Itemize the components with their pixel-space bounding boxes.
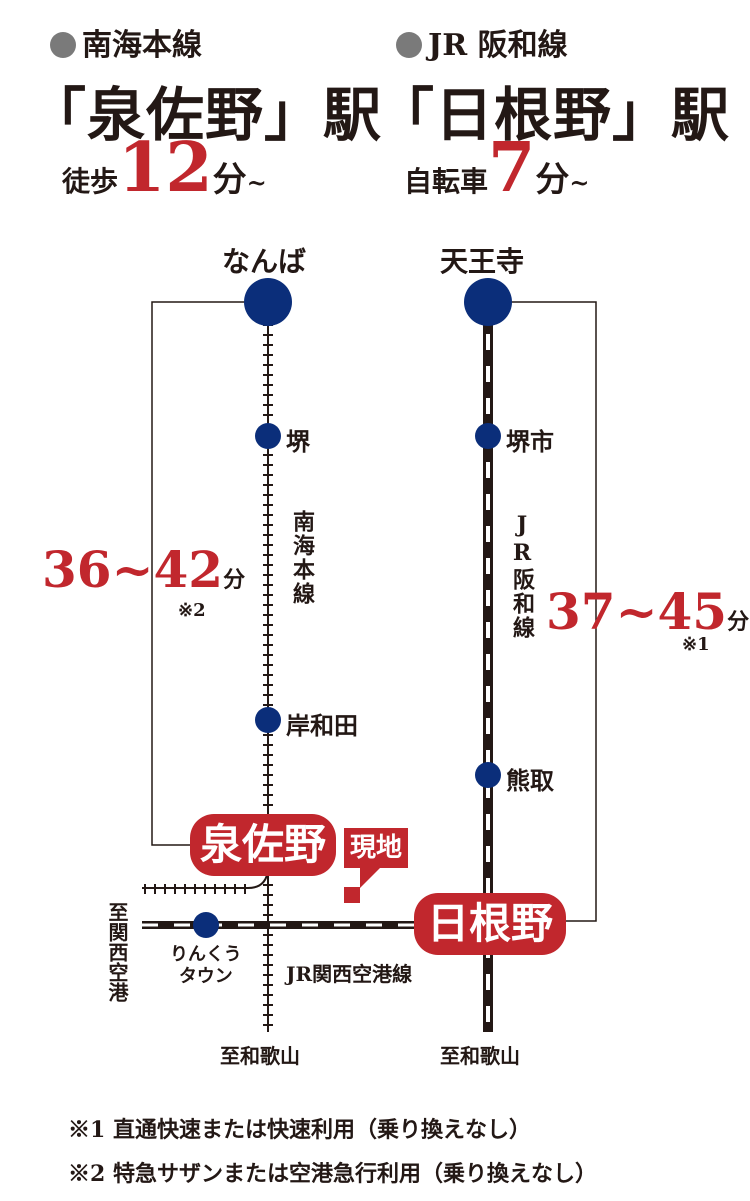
jr-to-wakayama-label: 至和歌山 (440, 1044, 520, 1068)
izumisano-station-badge: 泉佐野 (190, 814, 336, 876)
sakai-station-marker (255, 423, 281, 449)
tennoji-station-marker (464, 278, 512, 326)
bike-suffix: ~ (569, 168, 590, 197)
hineno-access: 自転車7分~ (404, 128, 589, 208)
nankai-time-bracket (151, 301, 248, 846)
bullet-icon (50, 32, 76, 58)
kumatori-label: 熊取 (506, 766, 554, 795)
nankai-travel-time-unit: 分 (223, 567, 246, 593)
walk-minutes: 12 (118, 128, 213, 208)
footnote-2: ※2 特急サザンまたは空港急行利用（乗り換えなし） (68, 1161, 597, 1187)
jr-time-bracket (500, 301, 597, 922)
kumatori-station-marker (475, 762, 501, 788)
hineno-station-badge: 日根野 (414, 893, 566, 955)
kishiwada-label: 岸和田 (286, 711, 358, 740)
jr-travel-time: 37~45分 (546, 582, 749, 641)
namba-station-marker (244, 278, 292, 326)
to-kansai-airport-label: 至関西空港 (105, 902, 129, 1002)
rinku-town-label: りんくう タウン (170, 944, 242, 988)
jr-line-header: JR 阪和線 (396, 20, 568, 64)
nankai-track (263, 302, 273, 1032)
jr-travel-time-value: 37~45 (546, 582, 728, 641)
site-callout-pointer (360, 868, 380, 888)
izumisano-station-title: 「泉佐野」駅 (28, 81, 383, 149)
site-label: 現地 (344, 828, 409, 868)
site-marker (344, 887, 360, 903)
walk-suffix: ~ (246, 168, 267, 197)
walk-label: 徒歩 (62, 165, 119, 198)
walk-unit: 分 (212, 160, 247, 200)
nankai-travel-time: 36~42分 (42, 540, 245, 599)
rinku-town-label-line1: りんくう (170, 944, 242, 965)
nankai-travel-time-note: ※2 (178, 600, 206, 621)
nankai-line-label: 南海本線 (289, 510, 315, 606)
nankai-line-name: 南海本線 (82, 28, 202, 63)
rinku-town-station-marker (193, 912, 219, 938)
sakai-label: 堺 (286, 427, 310, 456)
bike-unit: 分 (535, 160, 570, 200)
footnote-1: ※1 直通快速または快速利用（乗り換えなし） (68, 1117, 531, 1143)
tennoji-label: 天王寺 (440, 245, 525, 278)
kishiwada-station-marker (255, 707, 281, 733)
namba-label: なんば (222, 245, 307, 278)
jr-travel-time-unit: 分 (727, 609, 750, 635)
sakaishi-station-marker (475, 423, 501, 449)
nankai-to-wakayama-label: 至和歌山 (220, 1044, 300, 1068)
jr-line-label: JR阪和線 (509, 512, 535, 640)
nankai-line-header: 南海本線 (50, 20, 202, 64)
hineno-station-title: 「日根野」駅 (376, 81, 731, 149)
izumisano-access: 徒歩12分~ (62, 128, 267, 208)
sakaishi-label: 堺市 (506, 427, 554, 456)
bike-label: 自転車 (404, 165, 489, 198)
nankai-travel-time-value: 36~42 (42, 540, 224, 599)
jr-airport-line-label: JR関西空港線 (286, 962, 413, 986)
bike-minutes: 7 (488, 128, 536, 208)
rinku-town-label-line2: タウン (178, 966, 233, 987)
bullet-icon (396, 32, 422, 58)
jr-line-name: JR 阪和線 (428, 28, 568, 63)
jr-travel-time-note: ※1 (682, 634, 710, 655)
